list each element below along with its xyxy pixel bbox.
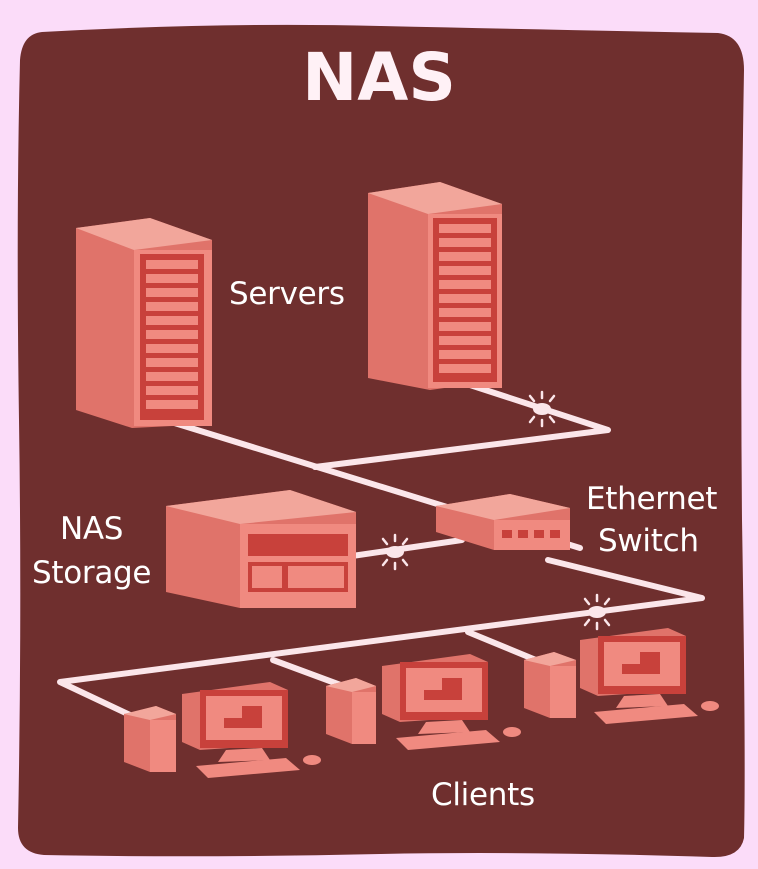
server-rack-icon (368, 182, 502, 390)
ethernet-switch-label-line1: Ethernet (586, 481, 718, 517)
cable-nas-to-switch (349, 537, 465, 559)
servers-label: Servers (229, 276, 345, 312)
desktop-computer-icon (124, 682, 321, 778)
nas-storage-label-line2: Storage (32, 555, 152, 591)
network-port-icon (381, 533, 409, 571)
network-port-icon (583, 593, 611, 631)
ethernet-switch-label-line2: Switch (598, 523, 699, 559)
desktop-computer-icon (524, 628, 719, 724)
desktop-computer-icon (326, 654, 521, 750)
cable-server2-link (312, 382, 611, 470)
nas-storage-label-line1: NAS (60, 511, 124, 547)
cable-switch-to-clients (57, 557, 705, 718)
background-panel (17, 24, 745, 858)
server-rack-icon (76, 218, 212, 428)
ethernet-switch-icon (436, 494, 570, 550)
diagram-title: NAS (302, 39, 456, 116)
network-port-icon (528, 390, 556, 428)
nas-box-icon (166, 490, 356, 608)
clients-label: Clients (431, 777, 535, 813)
